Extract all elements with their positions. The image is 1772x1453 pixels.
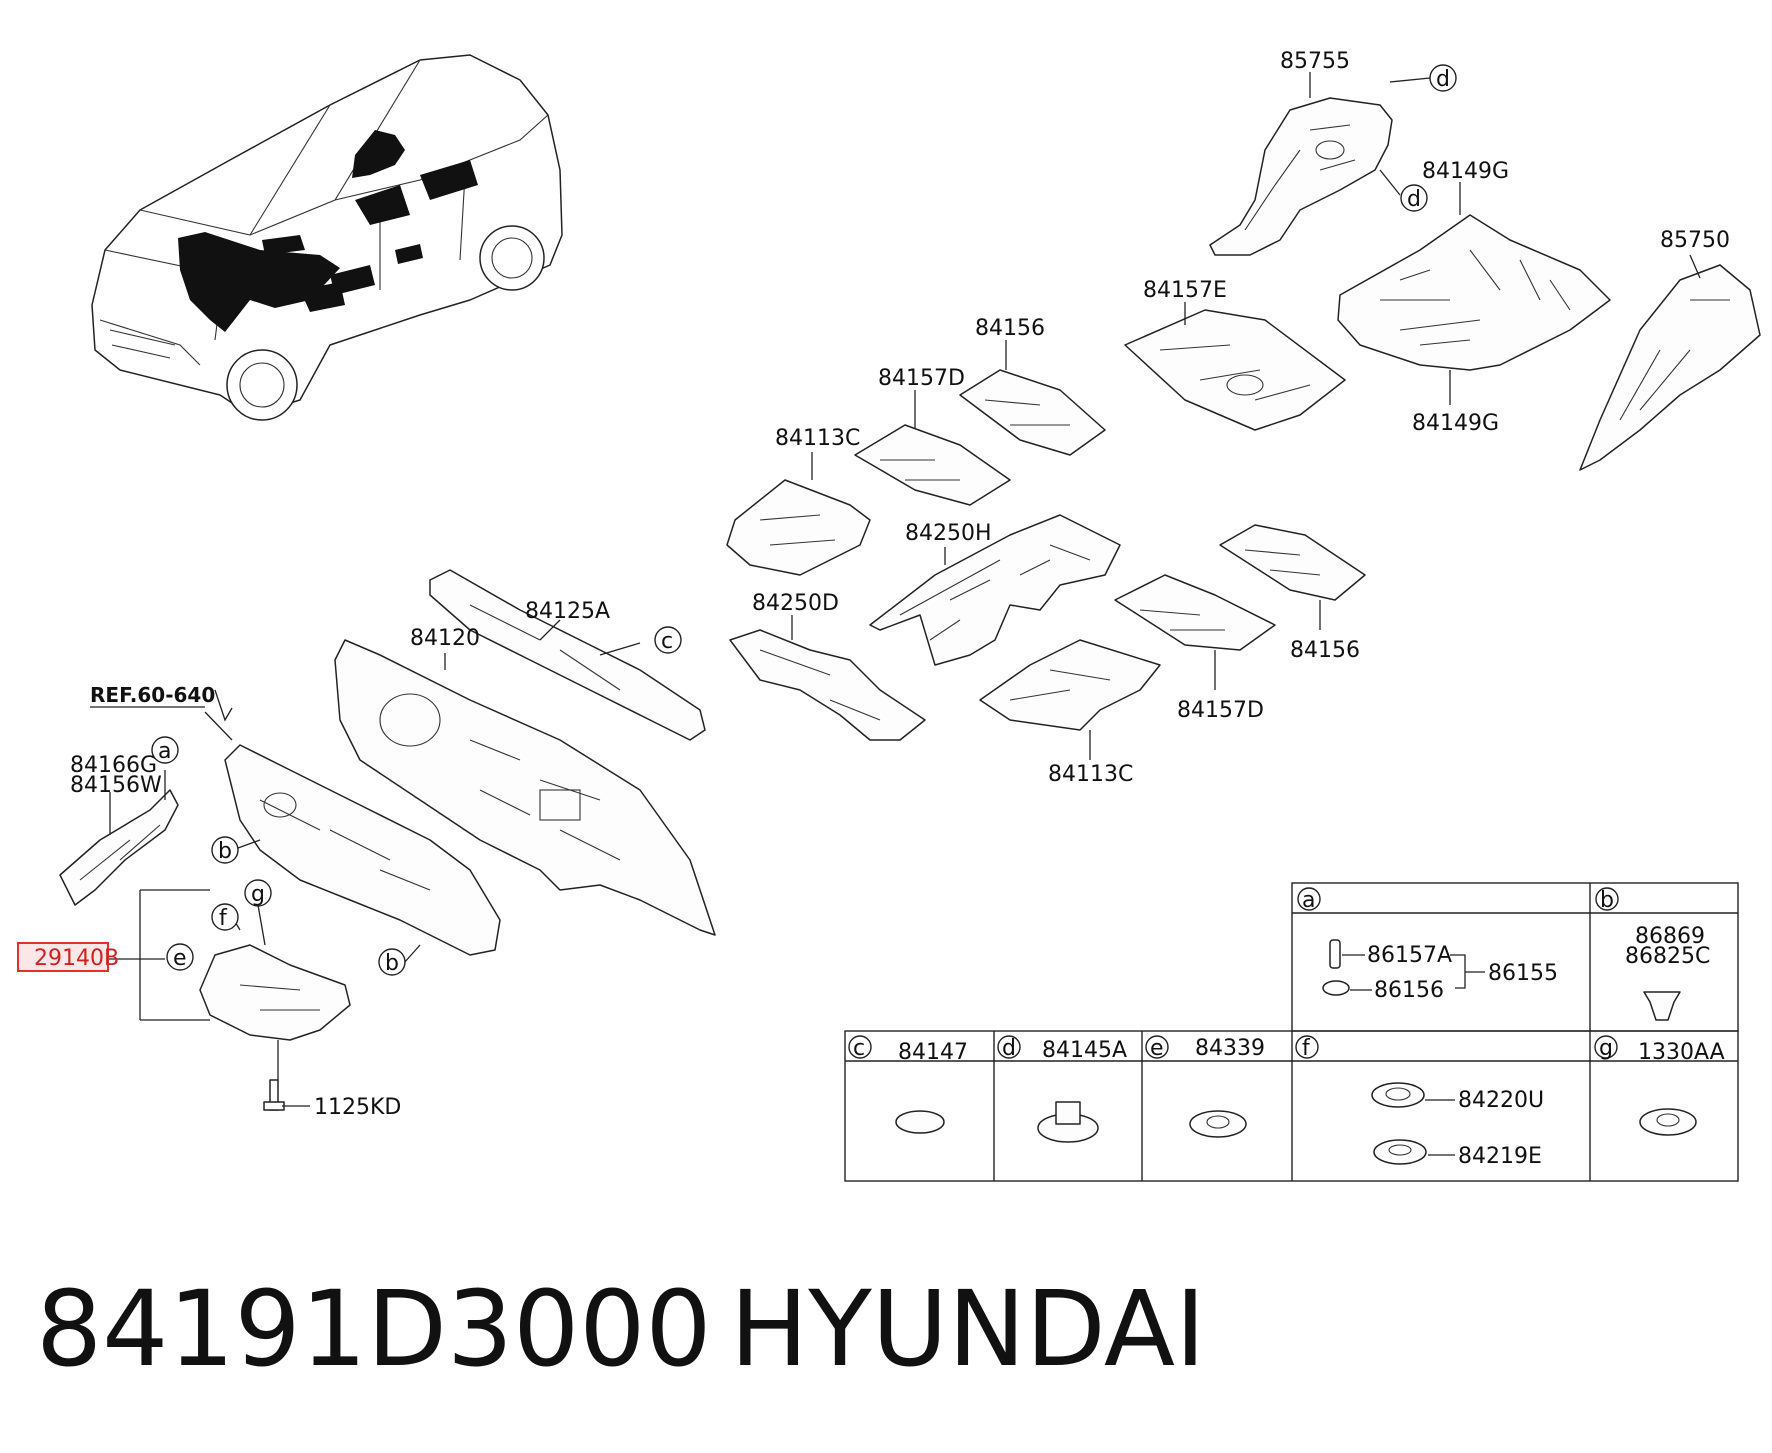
callout-d-mid[interactable]: d	[1400, 184, 1428, 212]
label-1330aa[interactable]: 1330AA	[1638, 1040, 1725, 1065]
label-84149g-top[interactable]: 84149G	[1422, 159, 1509, 184]
callout-e[interactable]: e	[166, 943, 194, 971]
label-86825c[interactable]: 86825C	[1625, 944, 1710, 969]
part-84166g[interactable]	[59, 789, 179, 906]
label-84157d-bottom[interactable]: 84157D	[1177, 698, 1264, 723]
part-1125kd[interactable]	[263, 1079, 285, 1111]
svg-text:d: d	[1407, 187, 1421, 212]
clip-icon-86157a	[1329, 939, 1341, 969]
svg-text:d: d	[1002, 1036, 1016, 1061]
label-ref-60-640[interactable]: REF.60-640	[90, 683, 215, 707]
svg-text:e: e	[173, 946, 187, 971]
footer: 84191D3000 HYUNDAI	[36, 1268, 1206, 1390]
clip-icon-84339	[1189, 1110, 1247, 1138]
label-84147[interactable]: 84147	[898, 1040, 968, 1065]
part-labels: 85755 84149G 84149G 85750 84157E 84156 8…	[17, 49, 1730, 1120]
clip-icon-1330aa	[1639, 1108, 1697, 1136]
callout-g[interactable]: g	[244, 879, 272, 907]
car-illustration	[91, 54, 563, 421]
callout-a-left[interactable]: a	[151, 736, 179, 764]
label-84145a[interactable]: 84145A	[1042, 1038, 1127, 1063]
part-84250d[interactable]	[729, 629, 926, 741]
label-84113c-bottom[interactable]: 84113C	[1048, 762, 1133, 787]
label-84149g-bottom[interactable]: 84149G	[1412, 411, 1499, 436]
label-1125kd[interactable]: 1125KD	[314, 1095, 401, 1120]
part-84157e[interactable]	[1124, 309, 1346, 431]
label-29140b[interactable]: 29140B	[34, 946, 119, 971]
part-84157d-bottom[interactable]	[1114, 574, 1276, 651]
clip-icon-84219e	[1373, 1139, 1427, 1165]
callout-b-upper[interactable]: b	[211, 836, 239, 864]
part-dash-insulator[interactable]	[224, 744, 501, 956]
leader-lines	[108, 72, 1701, 1107]
part-84250h[interactable]	[869, 514, 1121, 666]
callouts: d d c a b b g f	[151, 64, 1457, 976]
label-86155[interactable]: 86155	[1488, 961, 1558, 986]
callout-b-lower[interactable]: b	[378, 948, 406, 976]
svg-text:g: g	[1599, 1036, 1613, 1061]
table-cell-a[interactable]: a 86157A 86156 86155	[1297, 887, 1558, 1003]
label-84120[interactable]: 84120	[410, 626, 480, 651]
svg-text:b: b	[218, 839, 232, 864]
label-84156w[interactable]: 84156W	[70, 773, 162, 798]
svg-text:c: c	[853, 1036, 865, 1061]
label-84219e[interactable]: 84219E	[1458, 1144, 1542, 1169]
label-86869[interactable]: 86869	[1635, 924, 1705, 949]
callout-c[interactable]: c	[654, 626, 682, 654]
part-84157d-top[interactable]	[854, 424, 1011, 506]
part-84125a[interactable]	[429, 569, 706, 741]
part-84156-right[interactable]	[1219, 524, 1366, 601]
svg-text:f: f	[219, 906, 228, 931]
table-cell-g[interactable]: g 1330AA	[1594, 1035, 1725, 1136]
footer-part-number: 84191D3000	[36, 1268, 712, 1390]
label-84166g[interactable]: 84166G	[70, 753, 157, 778]
svg-text:e: e	[1150, 1036, 1164, 1061]
label-84250d[interactable]: 84250D	[752, 591, 839, 616]
label-84157d-top[interactable]: 84157D	[878, 366, 965, 391]
part-84113c-top[interactable]	[726, 479, 871, 576]
label-84113c-top[interactable]: 84113C	[775, 426, 860, 451]
clip-icon-86869	[1643, 991, 1681, 1021]
label-85750[interactable]: 85750	[1660, 228, 1730, 253]
svg-text:a: a	[158, 739, 171, 764]
label-84220u[interactable]: 84220U	[1458, 1088, 1544, 1113]
highlight-box	[17, 942, 109, 972]
table-cell-e[interactable]: e 84339	[1145, 1035, 1265, 1138]
callout-f[interactable]: f	[211, 903, 239, 931]
part-84149g[interactable]	[1337, 214, 1611, 371]
table-cell-f[interactable]: f 84220U 84219E	[1295, 1035, 1544, 1169]
part-84120[interactable]	[334, 639, 716, 936]
callout-d-top[interactable]: d	[1429, 64, 1457, 92]
label-84156-right[interactable]: 84156	[1290, 638, 1360, 663]
part-29140b[interactable]	[199, 944, 351, 1041]
svg-text:b: b	[385, 951, 399, 976]
svg-text:b: b	[1600, 888, 1614, 913]
part-85750[interactable]	[1579, 264, 1761, 471]
label-84125a[interactable]: 84125A	[525, 599, 610, 624]
table-cell-d[interactable]: d 84145A	[997, 1035, 1127, 1143]
svg-text:d: d	[1436, 67, 1450, 92]
clip-icon-86156	[1322, 980, 1350, 996]
part-85755[interactable]	[1209, 97, 1393, 256]
label-86157a[interactable]: 86157A	[1367, 943, 1452, 968]
svg-text:a: a	[1302, 888, 1315, 913]
label-84156-top[interactable]: 84156	[975, 316, 1045, 341]
label-84339[interactable]: 84339	[1195, 1036, 1265, 1061]
label-86156[interactable]: 86156	[1374, 978, 1444, 1003]
fastener-table: a 86157A 86156 86155 b 86869 86825C c 84…	[844, 882, 1739, 1182]
label-84157e[interactable]: 84157E	[1143, 278, 1227, 303]
svg-text:g: g	[251, 882, 265, 907]
label-84250h[interactable]: 84250H	[905, 521, 992, 546]
table-cell-c[interactable]: c 84147	[848, 1035, 968, 1134]
label-85755[interactable]: 85755	[1280, 49, 1350, 74]
part-84113c-bottom[interactable]	[979, 639, 1161, 731]
svg-text:c: c	[661, 629, 673, 654]
table-cell-b[interactable]: b 86869 86825C	[1595, 887, 1710, 1021]
part-84156-top[interactable]	[959, 369, 1106, 456]
footer-brand: HYUNDAI	[730, 1268, 1206, 1390]
svg-text:f: f	[1302, 1036, 1311, 1061]
clip-icon-84147	[895, 1110, 945, 1134]
clip-icon-84220u	[1371, 1082, 1425, 1108]
